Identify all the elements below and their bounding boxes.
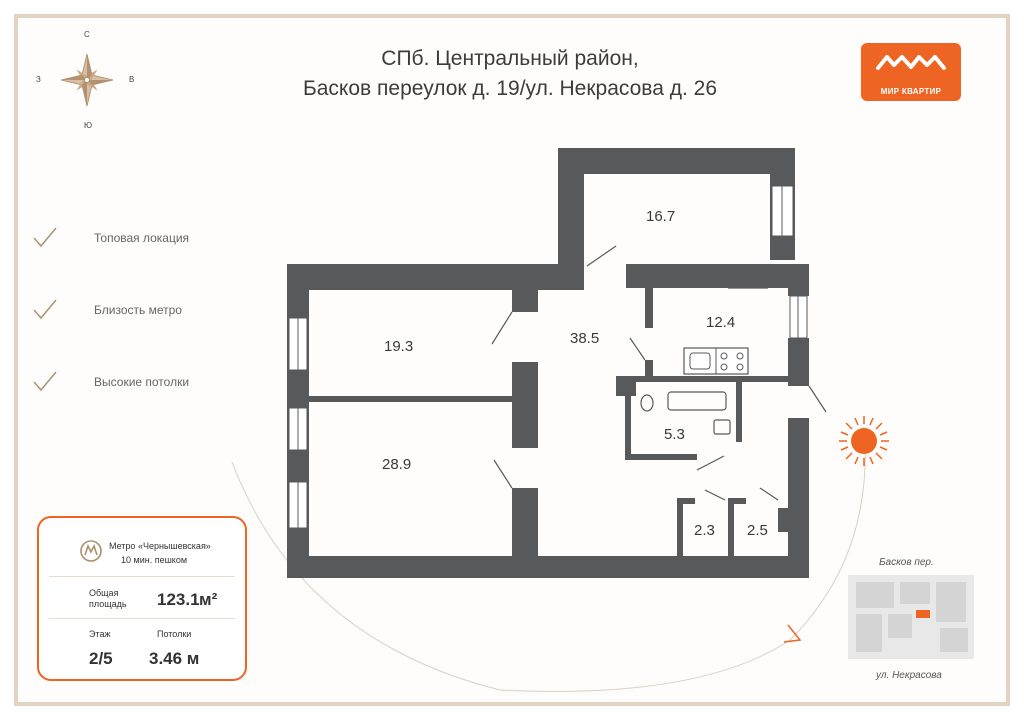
address-title: СПб. Центральный район, Басков переулок …: [230, 44, 790, 104]
street-label-bottom: ул. Некрасова: [876, 670, 942, 681]
feature-label: Топовая локация: [94, 231, 190, 245]
sink-icon: [713, 419, 731, 435]
check-icon: [33, 227, 57, 248]
room-area: 19.3: [384, 338, 414, 355]
area-label-line-1: Общая: [89, 588, 119, 598]
floor-value: 2/5: [89, 649, 113, 668]
stove-icon: [683, 347, 749, 375]
divider: [49, 618, 235, 619]
ceiling-value: 3.46 м: [149, 649, 200, 668]
compass-west: З: [36, 75, 41, 84]
area-label-line-2: площадь: [89, 599, 127, 609]
title-line-1: СПб. Центральный район,: [381, 47, 639, 70]
feature-label: Высокие потолки: [94, 375, 190, 389]
room-area: 2.3: [694, 522, 715, 539]
metro-name: Метро «Чернышевская»: [109, 541, 211, 551]
feature-item: Близость метро: [30, 296, 230, 326]
metro-time: 10 мин. пешком: [121, 555, 188, 565]
check-icon: [33, 299, 57, 320]
logo: МИР КВАРТИР: [861, 43, 961, 101]
info-card: Метро «Чернышевская» 10 мин. пешком Обща…: [37, 516, 247, 681]
ceiling-label: Потолки: [157, 629, 192, 639]
room-area: 12.4: [706, 314, 736, 331]
toilet-icon: [640, 394, 654, 412]
room-area: 16.7: [646, 208, 676, 225]
area-value: 123.1: [157, 590, 200, 609]
feature-label: Близость метро: [94, 303, 182, 317]
logo-mark-icon: [876, 55, 946, 70]
divider: [49, 576, 235, 577]
metro-logo-icon: [80, 540, 102, 562]
street-label-top: Басков пер.: [879, 557, 934, 568]
building-marker-icon: [916, 610, 930, 618]
check-icon: [33, 371, 57, 392]
title-line-2: Басков переулок д. 19/ул. Некрасова д. 2…: [302, 77, 718, 100]
floor-label: Этаж: [89, 629, 111, 639]
logo-text: МИР КВАРТИР: [880, 87, 942, 96]
room-area: 28.9: [382, 456, 412, 473]
compass-east: В: [129, 75, 135, 84]
room-area: 38.5: [570, 330, 600, 347]
compass-south: Ю: [84, 121, 93, 130]
compass-north: С: [84, 30, 90, 39]
area-unit: м²: [199, 590, 218, 609]
feature-item: Высокие потолки: [30, 368, 230, 398]
area-label: Общая площадь: [89, 588, 127, 610]
room-area: 5.3: [664, 426, 685, 443]
bathtub-icon: [667, 391, 727, 411]
room-area: 2.5: [747, 522, 768, 539]
feature-item: Топовая локация: [30, 224, 230, 254]
